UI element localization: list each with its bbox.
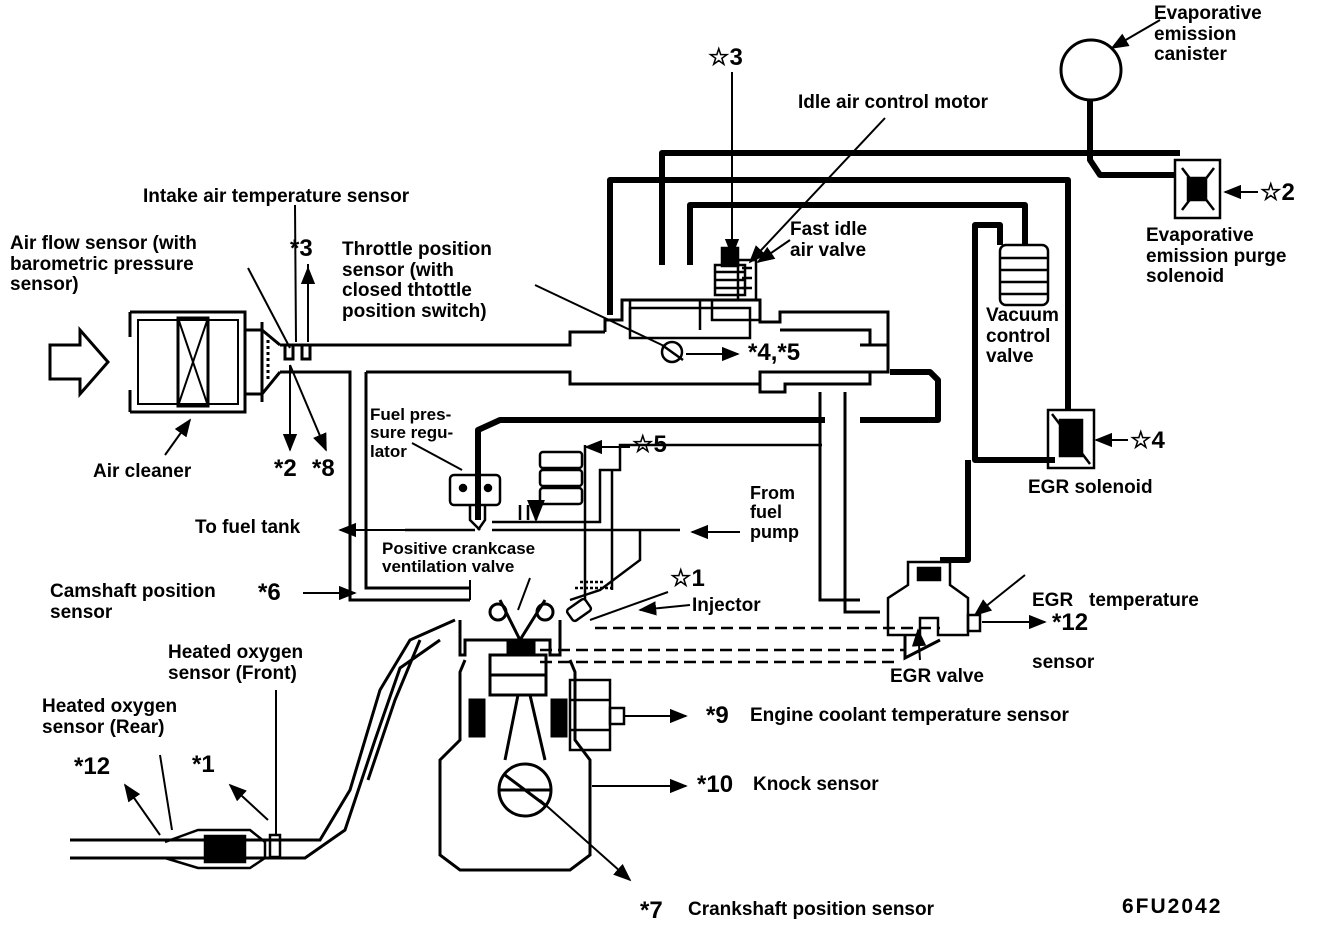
vacuum-control-valve [998, 243, 1050, 307]
engine-block [438, 599, 592, 872]
to-fuel-tank-label: To fuel tank [195, 517, 301, 538]
egr-valve-label: EGR valve [890, 666, 984, 687]
ref2: *2 [274, 455, 297, 482]
crankshaft-sensor-label: Crankshaft position sensor [688, 899, 934, 920]
heated-o2-front-label: Heated oxygen sensor (Front) [168, 642, 304, 684]
evap-canister [1059, 38, 1123, 102]
fuel-lines [405, 443, 822, 602]
injector-label: Injector [692, 595, 761, 616]
evap-canister-label: Evaporative emission canister [1154, 3, 1262, 66]
air-cleaner-label: Air cleaner [93, 461, 192, 482]
intake-duct [280, 298, 890, 614]
pcv-valve-label: Positive crankcase ventilation valve [382, 539, 536, 577]
egr-solenoid-label: EGR solenoid [1028, 477, 1153, 498]
injector-manifold [520, 450, 584, 520]
vacuum-hoses [475, 100, 1180, 563]
egr-temp-sensor-label: EGR temperature sensor [1032, 590, 1199, 673]
vacuum-control-valve-label: Vacuum control valve [986, 305, 1059, 368]
catalytic-converter [164, 828, 282, 870]
injector [565, 580, 612, 623]
air-flow-sensor-label: Air flow sensor (with barometric pressur… [10, 233, 197, 296]
knock-sensor-label: Knock sensor [753, 774, 879, 795]
ref3: *3 [290, 235, 313, 262]
ref10: *10 [697, 771, 734, 798]
ref12-right: *12 [1052, 609, 1089, 636]
fast-idle-air-valve [736, 258, 758, 302]
leader-lines [123, 19, 1258, 882]
throttle-position-sensor-label: Throttle position sensor (with closed th… [342, 239, 492, 322]
ref7: *7 [640, 897, 663, 924]
fuel-pressure-regulator-label: Fuel pres- sure regu- lator [370, 405, 454, 461]
air-cleaner [128, 310, 262, 414]
ref6: *6 [258, 579, 281, 606]
egr-valve-body [886, 560, 982, 637]
throttle-body [628, 300, 752, 364]
evap-purge-solenoid [1173, 158, 1222, 220]
star4-ref: ☆4 [1130, 427, 1165, 454]
coolant-jacket [568, 678, 626, 752]
evap-purge-solenoid-label: Evaporative emission purge solenoid [1146, 225, 1287, 288]
fuel-pressure-regulator [448, 473, 502, 531]
camshaft-sensor-label: Camshaft position sensor [50, 581, 216, 623]
star5-ref: ☆5 [632, 431, 667, 458]
star3-ref: ☆3 [708, 44, 743, 71]
engine-coolant-sensor-label: Engine coolant temperature sensor [750, 705, 1069, 726]
egr-passage [540, 626, 940, 664]
fast-idle-air-valve-label: Fast idle air valve [790, 219, 868, 261]
star2-ref: ☆2 [1260, 179, 1295, 206]
egr-solenoid [1046, 408, 1096, 470]
air-flow-sensor [260, 322, 312, 402]
ref8: *8 [312, 455, 335, 482]
heated-o2-rear-label: Heated oxygen sensor (Rear) [42, 696, 178, 738]
intake-air-temp-sensor-label: Intake air temperature sensor [143, 186, 410, 207]
ref1: *1 [192, 751, 215, 778]
ref9: *9 [706, 702, 729, 729]
figure-code: 6FU2042 [1122, 895, 1223, 918]
intake-arrow [48, 326, 110, 398]
egr-pipe [903, 635, 941, 661]
from-fuel-pump-label: From fuel pump [750, 483, 799, 542]
star1-ref: ☆1 [670, 565, 705, 592]
ref12-left: *12 [74, 753, 111, 780]
ref45: *4,*5 [748, 339, 801, 366]
idle-air-control-motor-label: Idle air control motor [798, 92, 989, 113]
